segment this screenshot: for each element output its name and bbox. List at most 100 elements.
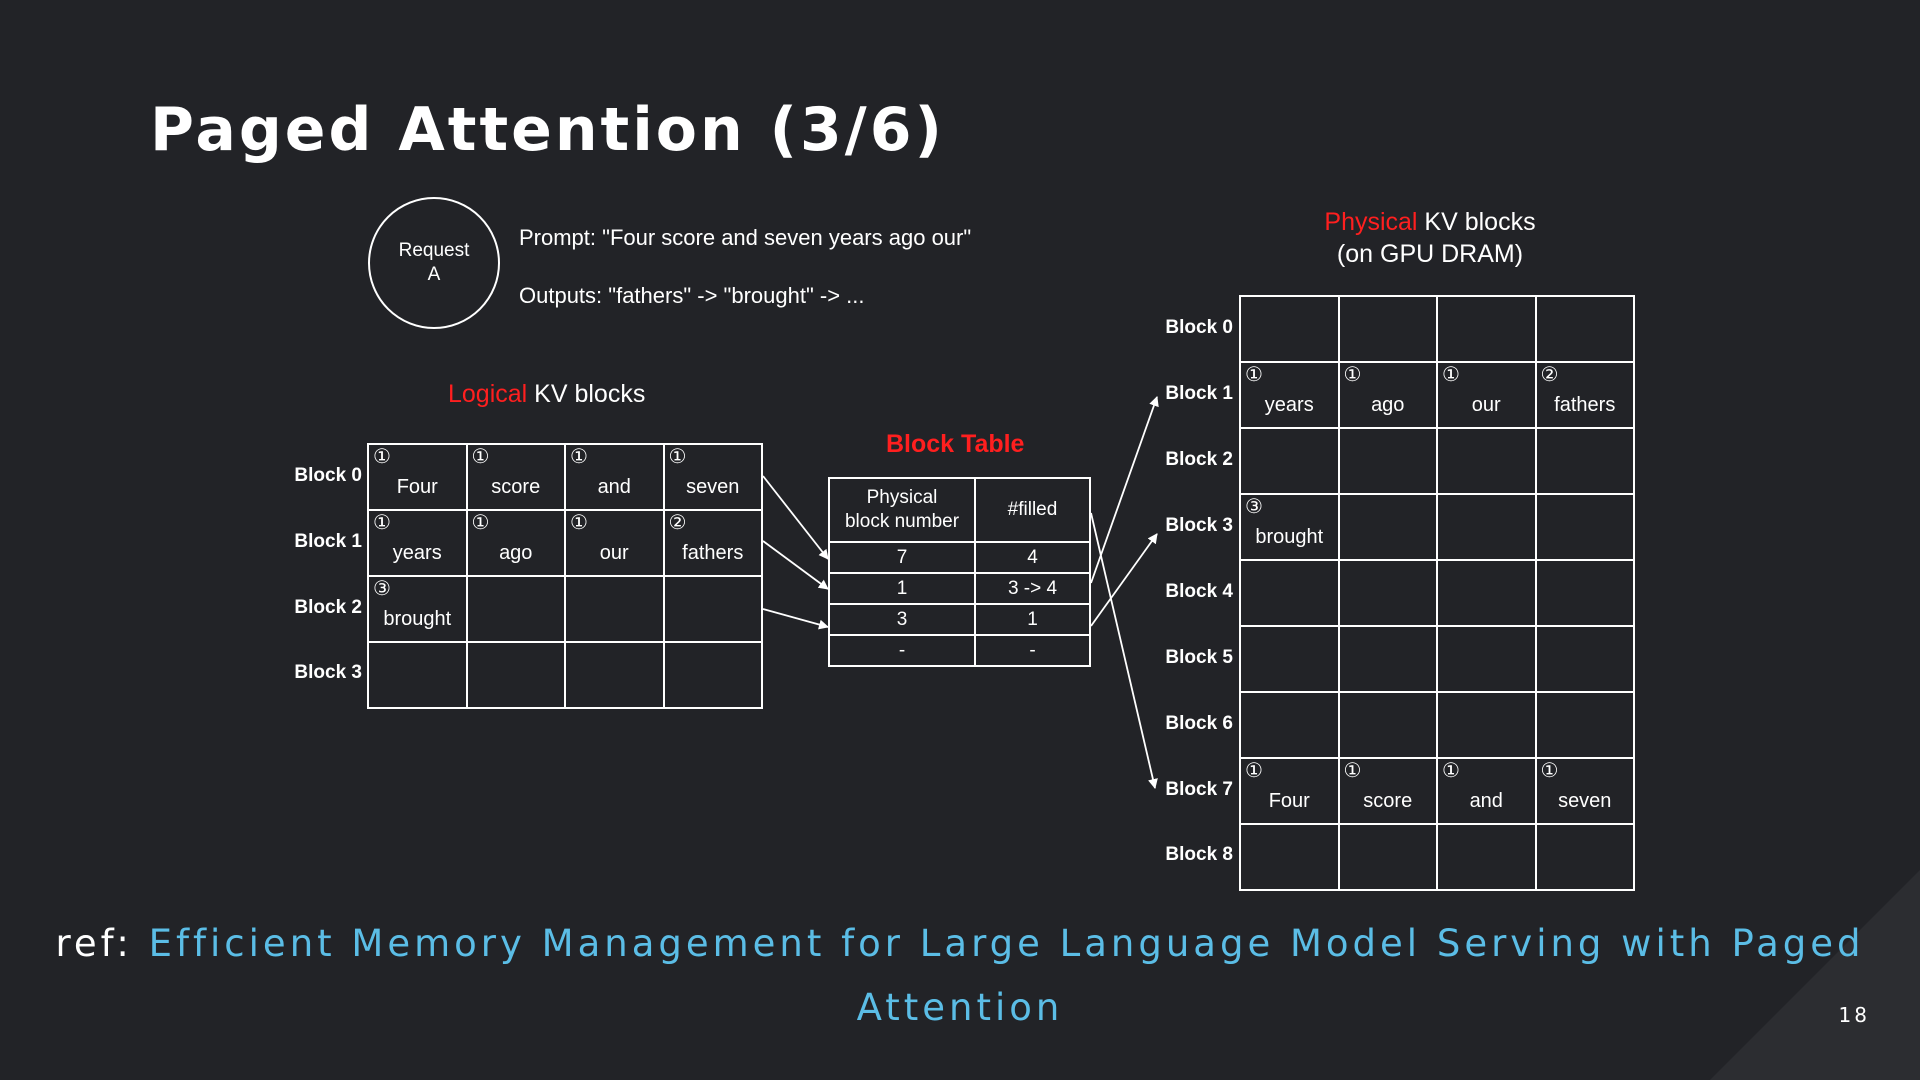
arrow-logical0-to-table (762, 475, 829, 560)
slot-token: fathers (682, 542, 744, 564)
kv-slot-cell: ① seven (1534, 757, 1635, 825)
block-table-filled-cell: 3 -> 4 (974, 572, 1091, 605)
kv-block-row (1239, 559, 1635, 627)
slot-token: score (1363, 790, 1413, 812)
slot-step-number: ① (1540, 760, 1559, 782)
kv-block-row (367, 641, 763, 709)
reference-prefix: ref: (55, 922, 149, 965)
reference-link-part1[interactable]: Efficient Memory Management for Large La… (148, 922, 1865, 965)
arrow-logical2-to-table (762, 608, 829, 630)
slot-token: ago (499, 542, 533, 564)
block-table-header-filled: #filled (974, 477, 1091, 543)
slot-step-number: ① (471, 446, 490, 468)
physical-block-label: Block 6 (1165, 713, 1233, 734)
kv-slot-cell (1337, 559, 1438, 627)
kv-slot-cell (1239, 427, 1340, 495)
block-table-header-physical: Physical block number (828, 477, 976, 543)
block-table-filled-cell: 4 (974, 541, 1091, 574)
block-table-row: 7 4 (828, 541, 1091, 574)
kv-slot-cell (1337, 823, 1438, 891)
block-table-row: 3 1 (828, 603, 1091, 636)
kv-slot-cell (1239, 625, 1340, 693)
block-table-filled-cell: - (974, 634, 1091, 667)
kv-slot-cell (1239, 295, 1340, 363)
kv-slot-cell (564, 575, 665, 643)
kv-slot-cell (1534, 295, 1635, 363)
physical-header-rest: KV blocks (1417, 208, 1536, 236)
slot-token: seven (1558, 790, 1612, 812)
slot-step-number: ① (1245, 364, 1263, 386)
kv-slot-cell (1534, 493, 1635, 561)
physical-block-label: Block 0 (1165, 317, 1233, 338)
logical-block-label: Block 0 (294, 465, 362, 486)
physical-block-label: Block 4 (1165, 581, 1233, 602)
request-circle: Request A (368, 197, 500, 329)
block-table-physical-cell: - (828, 634, 976, 667)
physical-block-label: Block 3 (1165, 515, 1233, 536)
physical-block-label: Block 1 (1165, 383, 1233, 404)
block-table-physical-cell: 3 (828, 603, 976, 636)
header-physical-line1: Physical (866, 487, 938, 508)
kv-block-row (1239, 691, 1635, 759)
header-physical-line2: block number (844, 511, 960, 532)
logical-block-label: Block 3 (294, 662, 362, 683)
slot-step-number: ① (471, 512, 490, 534)
kv-slot-cell (1337, 493, 1438, 561)
kv-slot-cell (564, 641, 665, 709)
slot-step-number: ① (1442, 364, 1460, 386)
block-table-row: - - (828, 634, 1091, 667)
kv-slot-cell (465, 575, 566, 643)
logical-block-label: Block 1 (294, 531, 362, 552)
arrow-table-to-physical7 (1090, 512, 1158, 789)
slide-title: Paged Attention (3/6) (150, 95, 945, 165)
kv-slot-cell (1337, 691, 1438, 759)
block-table-header-row: Physical block number #filled (828, 477, 1091, 543)
request-label-line2: A (427, 264, 441, 285)
slot-token: and (597, 476, 631, 498)
kv-slot-cell (1436, 427, 1537, 495)
arrow-logical1-to-table (762, 540, 829, 590)
reference-link-part2[interactable]: Attention (856, 986, 1064, 1029)
block-table-physical-cell: 1 (828, 572, 976, 605)
logical-header-rest: KV blocks (527, 380, 646, 408)
slot-token: fathers (1554, 394, 1616, 416)
kv-slot-cell (1436, 559, 1537, 627)
slot-token: score (491, 476, 541, 498)
slot-step-number: ② (668, 512, 687, 534)
slot-step-number: ① (1442, 760, 1460, 782)
slot-step-number: ① (1343, 364, 1362, 386)
slot-step-number: ① (668, 446, 687, 468)
kv-slot-cell: ① ago (465, 509, 566, 577)
physical-header: Physical KV blocks (on GPU DRAM) (1300, 206, 1560, 270)
kv-slot-cell (465, 641, 566, 709)
kv-slot-cell (1239, 559, 1340, 627)
kv-slot-cell (1337, 625, 1438, 693)
reference-line1: ref: Efficient Memory Management for Lar… (0, 912, 1920, 976)
slot-token: Four (396, 476, 438, 498)
kv-slot-cell (1534, 625, 1635, 693)
slot-step-number: ① (570, 512, 588, 534)
kv-slot-cell (1436, 295, 1537, 363)
slot-token: years (1264, 394, 1314, 416)
slot-step-number: ① (1245, 760, 1263, 782)
kv-slot-cell (1534, 559, 1635, 627)
kv-slot-cell (662, 575, 763, 643)
kv-slot-cell (367, 641, 468, 709)
slot-token: brought (383, 608, 452, 630)
